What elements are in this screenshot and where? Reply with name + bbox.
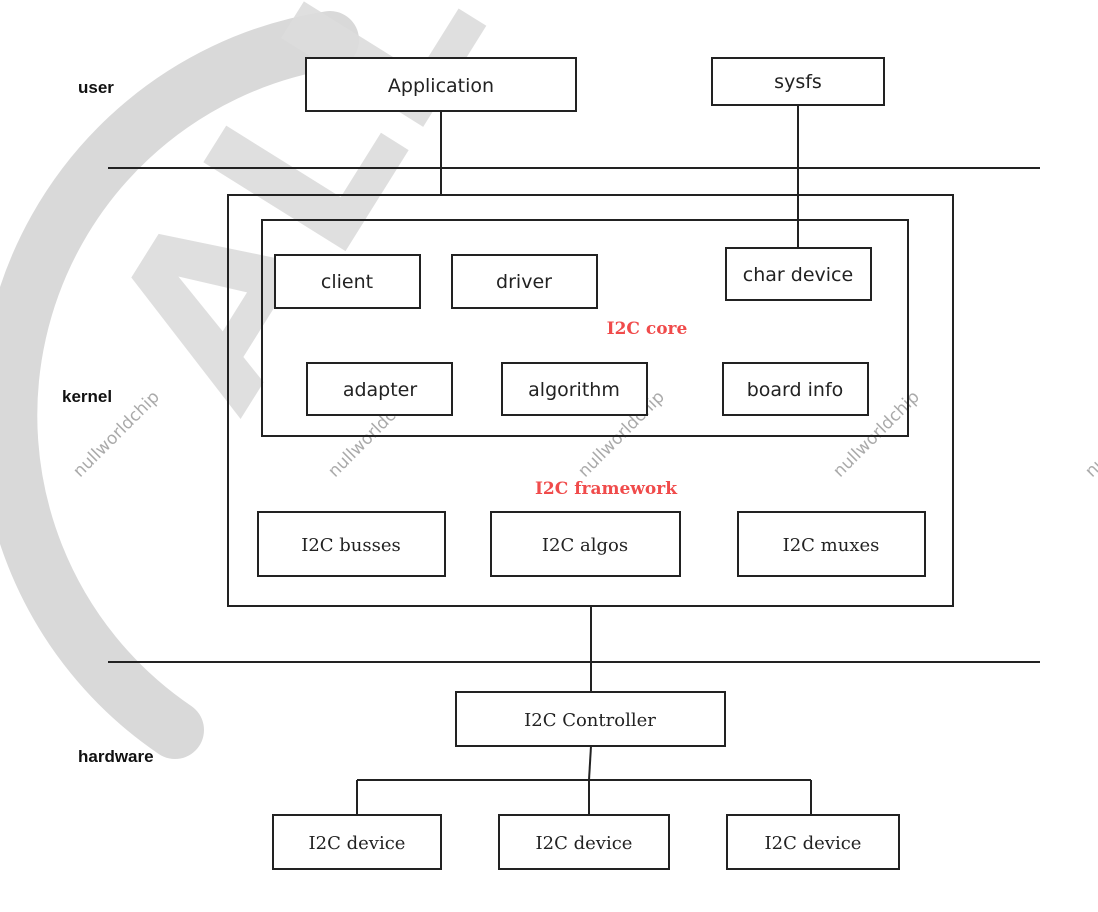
watermark-text-5: nullworldchip (1081, 387, 1098, 481)
i2c-device-label-1: I2C device (309, 833, 406, 854)
client-label: client (321, 271, 373, 293)
layer-label-user: user (78, 78, 114, 97)
i2c-framework-title: I2C framework (535, 479, 678, 499)
adapter-box (306, 362, 453, 416)
sysfs-box (711, 57, 885, 106)
application-box (305, 57, 577, 112)
i2c-device-label-3: I2C device (765, 833, 862, 854)
board-info-box (722, 362, 869, 416)
driver-label: driver (496, 271, 552, 293)
layer-label-kernel: kernel (62, 387, 112, 406)
i2c-core-frame (261, 219, 909, 437)
algorithm-label: algorithm (528, 379, 620, 401)
board-info-label: board info (747, 379, 844, 401)
char-device-label: char device (743, 264, 853, 286)
i2c-device-box-1 (272, 814, 442, 870)
i2c-muxes-box (737, 511, 926, 577)
i2c-core-title: I2C core (607, 319, 688, 339)
i2c-device-box-3 (726, 814, 900, 870)
i2c-controller-box (455, 691, 726, 747)
algorithm-box (501, 362, 648, 416)
i2c-muxes-label: I2C muxes (783, 535, 880, 556)
i2c-algos-label: I2C algos (542, 535, 628, 556)
application-label: Application (388, 75, 494, 97)
client-box (274, 254, 421, 309)
driver-box (451, 254, 598, 309)
controller-device-tree (356, 745, 812, 815)
i2c-busses-label: I2C busses (301, 535, 401, 556)
layer-label-hardware: hardware (78, 747, 154, 766)
i2c-busses-box (257, 511, 446, 577)
i2c-device-label-2: I2C device (536, 833, 633, 854)
i2c-device-box-2 (498, 814, 670, 870)
adapter-label: adapter (343, 379, 418, 401)
i2c-controller-label: I2C Controller (524, 710, 656, 731)
char-device-box (725, 247, 872, 301)
i2c-algos-box (490, 511, 681, 577)
sysfs-label: sysfs (774, 71, 822, 93)
